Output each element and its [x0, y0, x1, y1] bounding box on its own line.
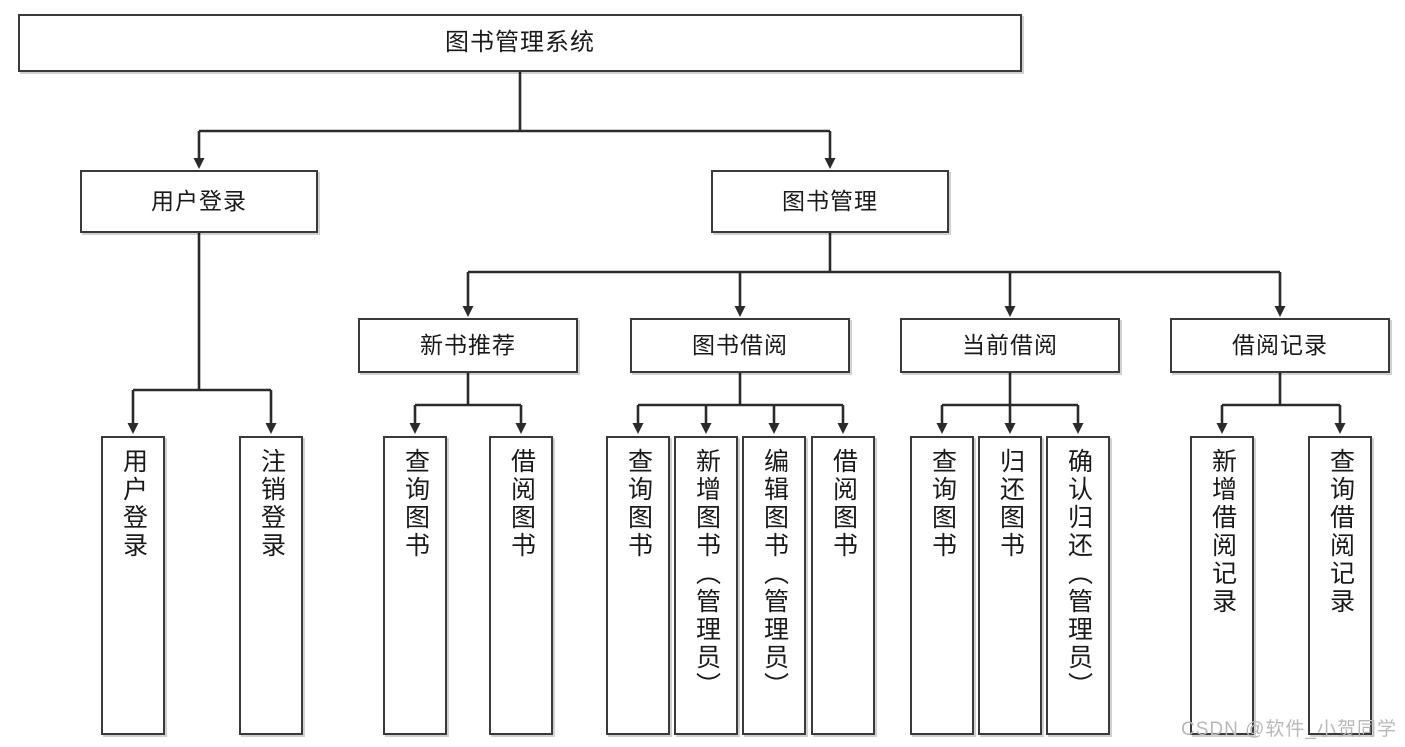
node-book-borrow[interactable]: 图书借阅: [630, 318, 850, 373]
leaf-current-return-book[interactable]: 归还图书: [978, 436, 1042, 735]
node-label: 归还图书: [996, 448, 1025, 560]
leaf-borrow-borrow-book[interactable]: 借阅图书: [811, 436, 875, 735]
node-user-login[interactable]: 用户登录: [80, 170, 318, 233]
node-label: 图书管理: [782, 188, 878, 215]
node-label: 图书管理系统: [445, 29, 595, 57]
node-label: 用户登录: [151, 188, 247, 215]
node-label: 查询借阅记录: [1326, 448, 1355, 616]
node-label: 编辑图书（管理员）: [760, 448, 789, 700]
node-book-management[interactable]: 图书管理: [711, 170, 949, 233]
leaf-borrow-add-book[interactable]: 新增图书（管理员）: [674, 436, 738, 735]
leaf-current-query-book[interactable]: 查询图书: [910, 436, 974, 735]
node-label: 确认归还（管理员）: [1064, 448, 1093, 700]
leaf-borrow-edit-book[interactable]: 编辑图书（管理员）: [742, 436, 806, 735]
leaf-record-add[interactable]: 新增借阅记录: [1190, 436, 1254, 735]
leaf-record-query[interactable]: 查询借阅记录: [1308, 436, 1372, 735]
node-label: 图书借阅: [692, 332, 788, 359]
node-label: 借阅图书: [507, 448, 536, 560]
node-label: 借阅记录: [1232, 332, 1328, 359]
node-root-system[interactable]: 图书管理系统: [18, 14, 1022, 72]
leaf-user-login[interactable]: 用户登录: [101, 436, 165, 735]
node-label: 查询图书: [928, 448, 957, 560]
leaf-newbook-borrow-book[interactable]: 借阅图书: [489, 436, 553, 735]
leaf-user-logout[interactable]: 注销登录: [239, 436, 303, 735]
node-label: 查询图书: [624, 448, 653, 560]
node-new-book-recommend[interactable]: 新书推荐: [358, 318, 578, 373]
node-label: 借阅图书: [829, 448, 858, 560]
node-label: 新书推荐: [420, 332, 516, 359]
node-current-borrow[interactable]: 当前借阅: [900, 318, 1120, 373]
node-label: 新增借阅记录: [1208, 448, 1237, 616]
node-borrow-record[interactable]: 借阅记录: [1170, 318, 1390, 373]
node-label: 用户登录: [119, 448, 148, 560]
leaf-newbook-query-book[interactable]: 查询图书: [383, 436, 447, 735]
node-label: 当前借阅: [962, 332, 1058, 359]
node-label: 注销登录: [257, 448, 286, 560]
leaf-borrow-query-book[interactable]: 查询图书: [606, 436, 670, 735]
node-label: 查询图书: [401, 448, 430, 560]
node-label: 新增图书（管理员）: [692, 448, 721, 700]
leaf-current-confirm-return[interactable]: 确认归还（管理员）: [1046, 436, 1110, 735]
